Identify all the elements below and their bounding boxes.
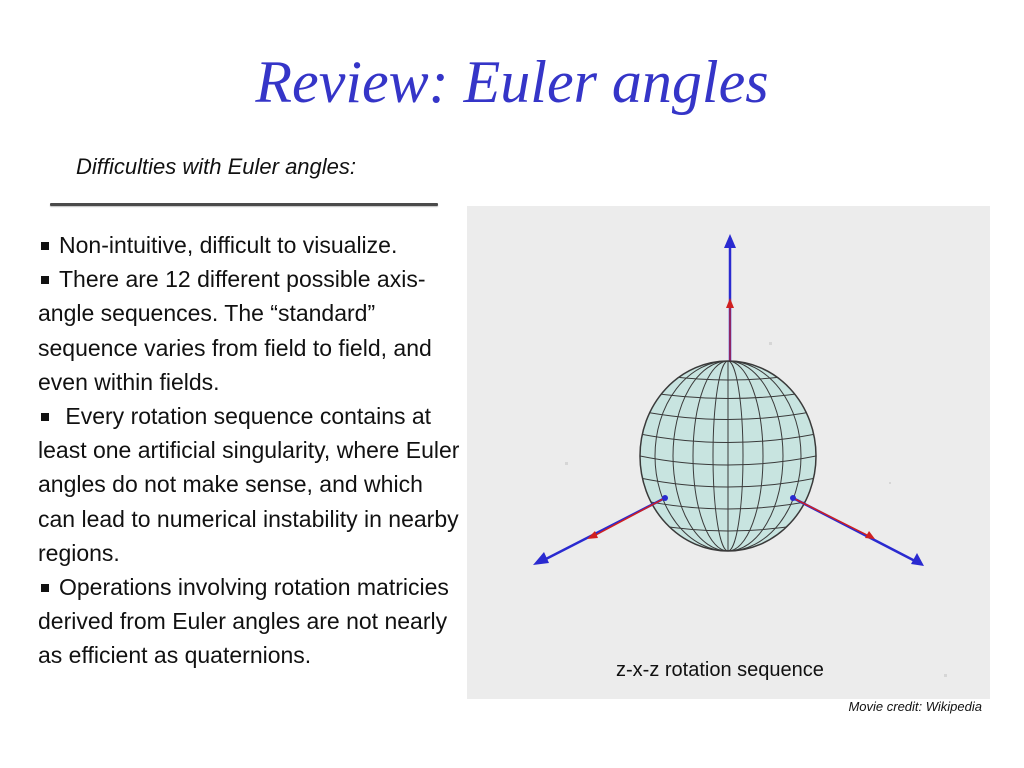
movie-credit: Movie credit: Wikipedia: [848, 699, 982, 714]
bullet-item: Every rotation sequence contains at leas…: [38, 399, 462, 570]
bullet-item: Non-intuitive, difficult to visualize.: [38, 228, 462, 262]
bullet-text: Every rotation sequence contains at leas…: [38, 403, 460, 566]
square-bullet-icon: [41, 584, 49, 593]
bullet-text: There are 12 different possible axis-ang…: [38, 266, 432, 395]
bullet-text: Non-intuitive, difficult to visualize.: [59, 232, 398, 258]
rotation-figure[interactable]: [467, 206, 990, 699]
figure-caption: z-x-z rotation sequence: [616, 659, 824, 681]
square-bullet-icon: [41, 242, 49, 250]
slide-subtitle: Difficulties with Euler angles:: [76, 154, 357, 179]
x-axis-arrow: [533, 495, 668, 565]
square-bullet-icon: [41, 413, 49, 422]
y-axis-arrow: [790, 495, 924, 566]
bullet-item: Operations involving rotation matricies …: [38, 570, 462, 673]
square-bullet-icon: [41, 276, 49, 285]
divider-line: [50, 203, 438, 206]
bullet-item: There are 12 different possible axis-ang…: [38, 262, 462, 399]
bullet-text: Operations involving rotation matricies …: [38, 574, 449, 669]
background-specks: [565, 342, 947, 677]
bullet-list: Non-intuitive, difficult to visualize. T…: [38, 228, 462, 673]
slide-title: Review: Euler angles: [255, 49, 769, 115]
sphere-globe: [639, 360, 817, 552]
euler-rotation-illustration: [533, 234, 947, 677]
